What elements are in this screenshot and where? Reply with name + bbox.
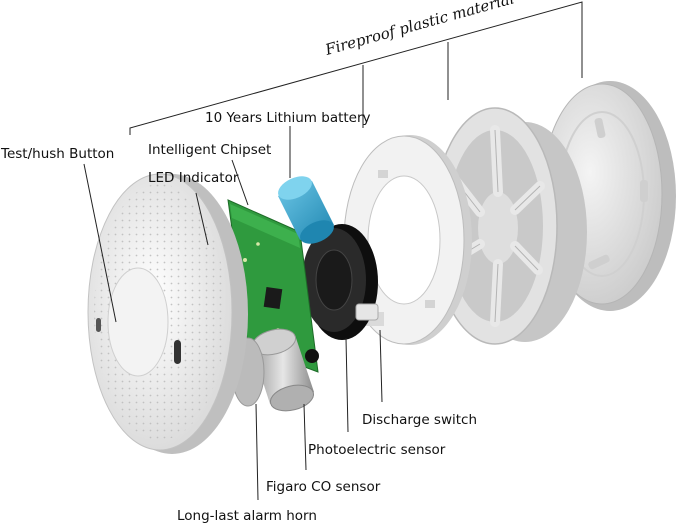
test-hush-button: [107, 267, 169, 377]
sensor-chamber: [302, 224, 379, 340]
speaker-slot-icon: [174, 340, 181, 364]
label-chipset: Intelligent Chipset: [148, 142, 271, 158]
label-battery: 10 Years Lithium battery: [205, 110, 371, 126]
top-bracket: [129, 1, 583, 135]
lithium-battery: [278, 176, 334, 244]
label-horn: Long-last alarm horn: [177, 508, 317, 523]
label-led: LED Indicator: [148, 170, 239, 186]
circuit-board: [227, 199, 319, 373]
discharge-switch-knob: [355, 303, 379, 321]
top-label-fireproof: Fireproof plastic material: [322, 0, 516, 59]
label-discharge: Discharge switch: [362, 412, 477, 428]
callout-lines: [83, 126, 383, 501]
co-sensor: [251, 328, 315, 412]
label-test-button: Test/hush Button: [0, 146, 114, 162]
label-co: Figaro CO sensor: [266, 479, 381, 495]
front-cover: [87, 173, 248, 454]
label-photo: Photoelectric sensor: [308, 442, 446, 458]
